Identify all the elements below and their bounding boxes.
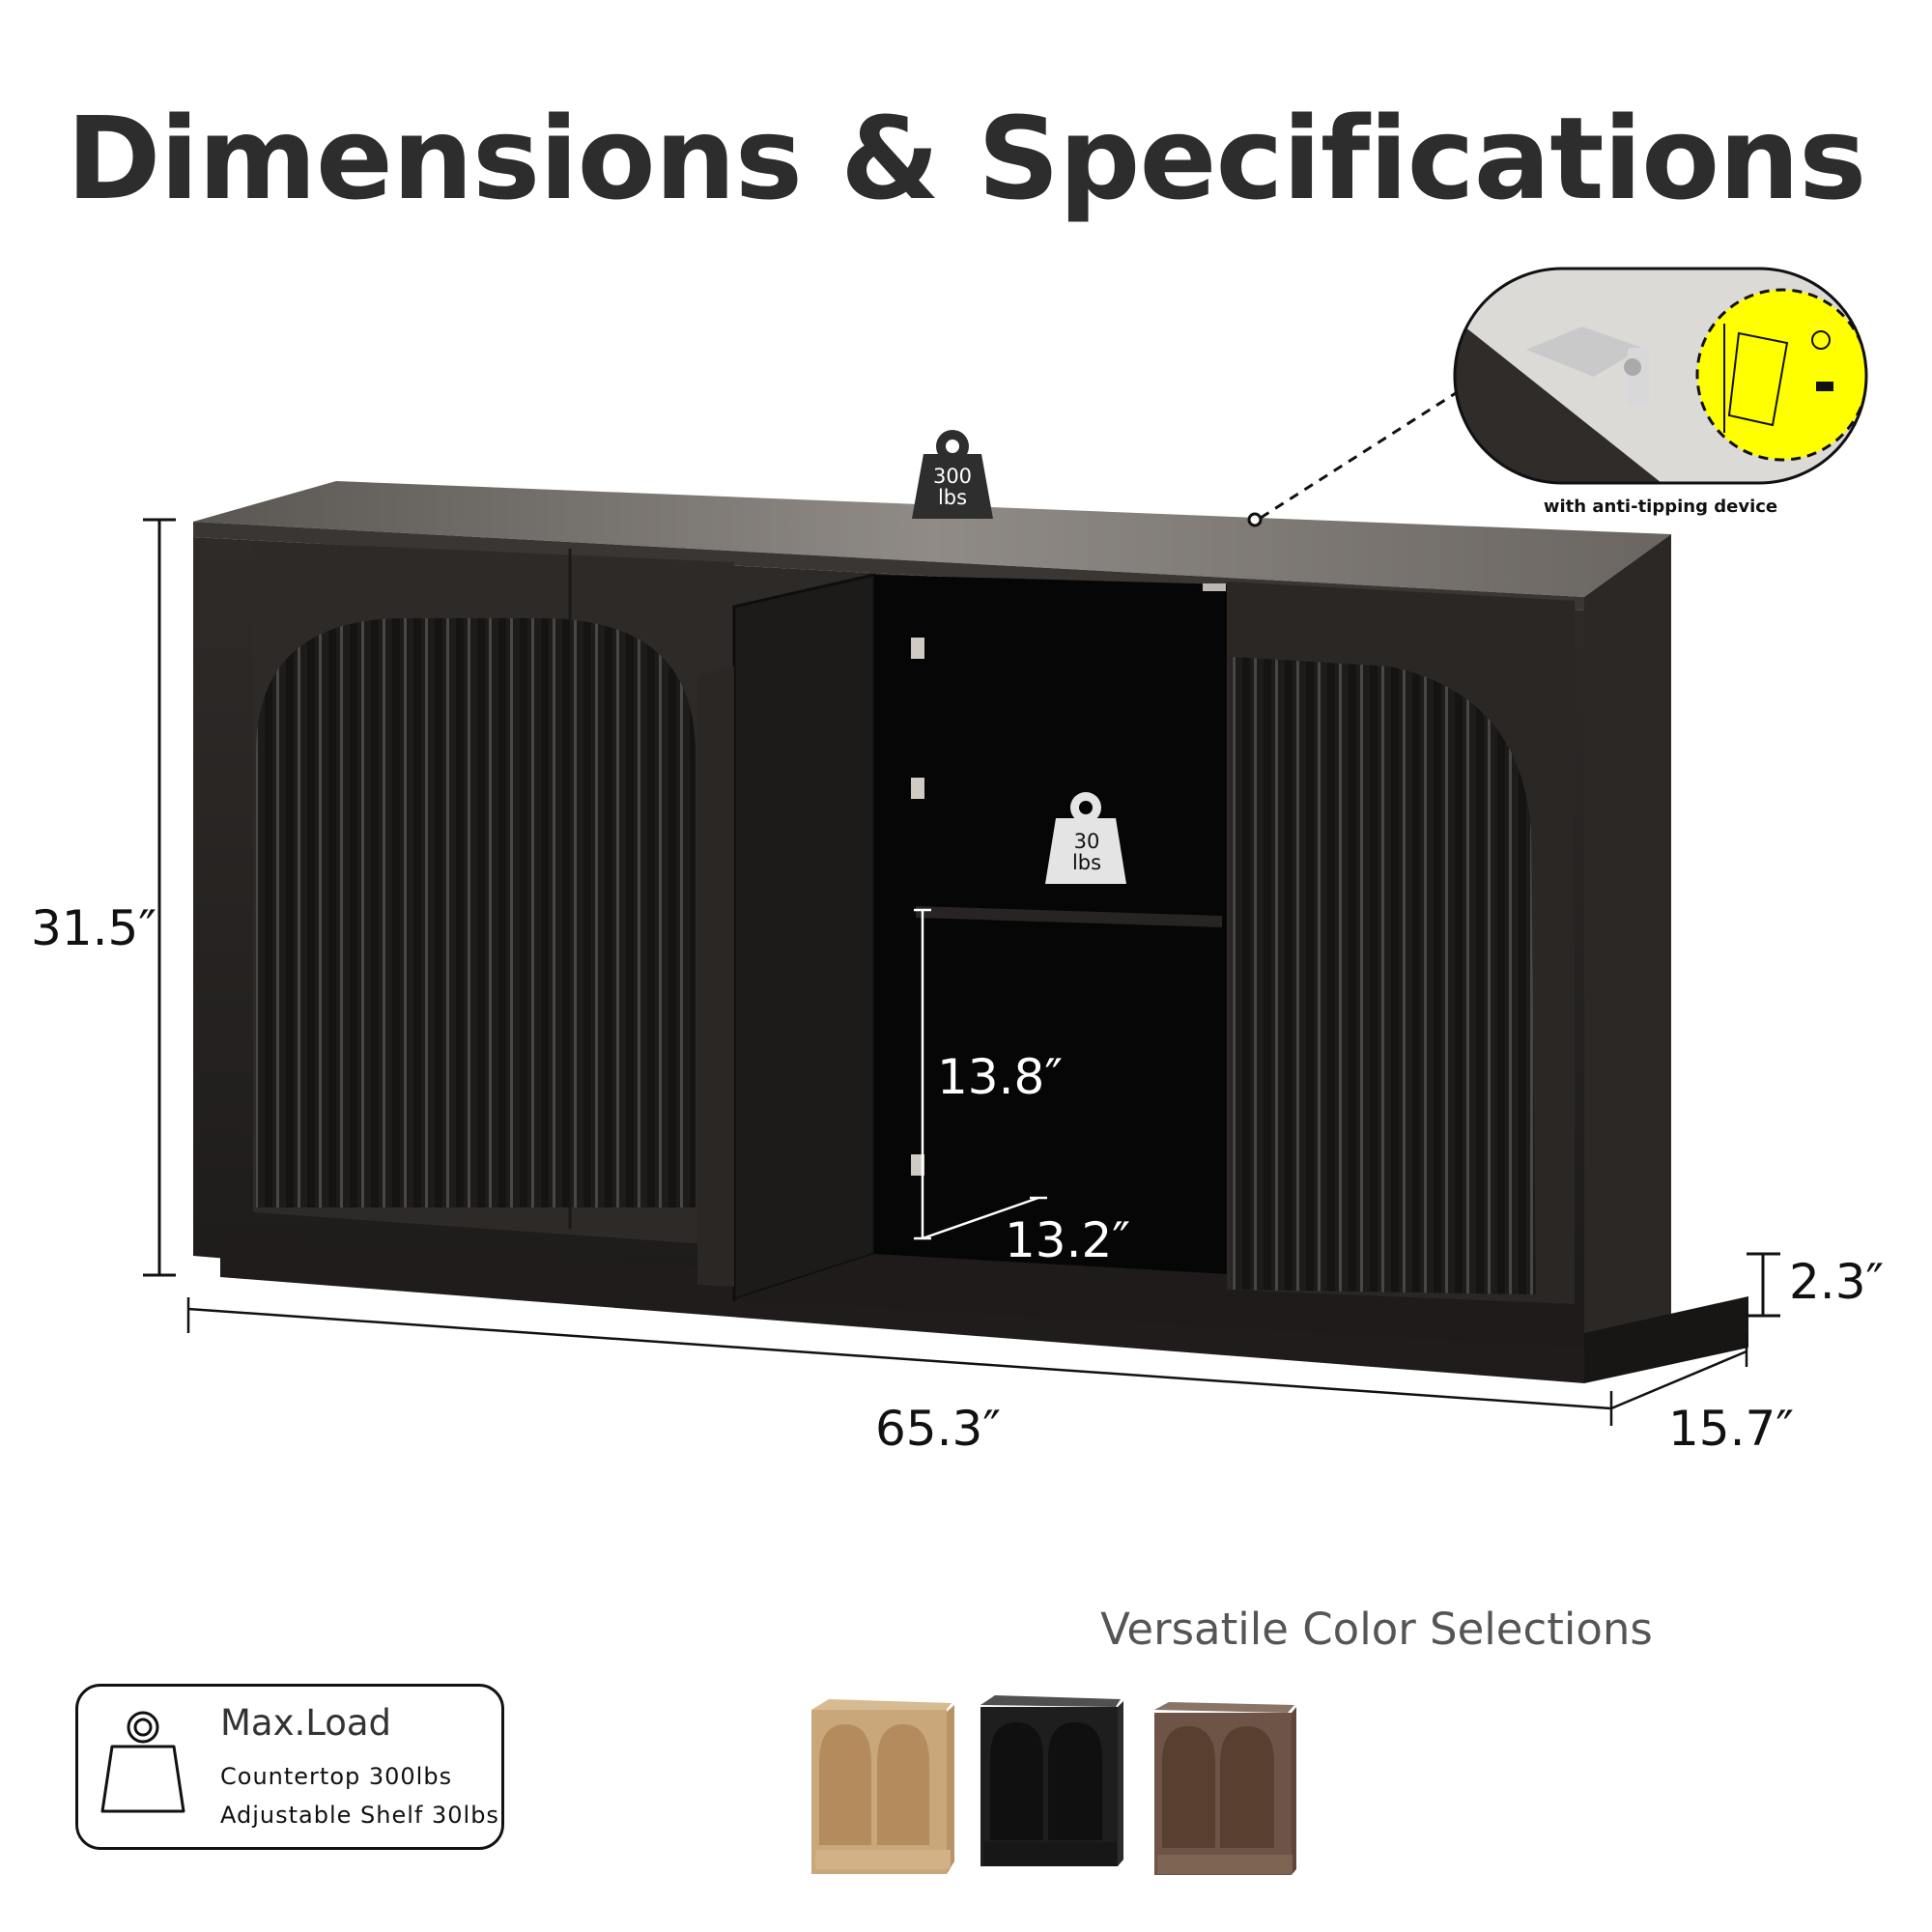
color-swatch-black (980, 1695, 1123, 1866)
callout-leader (1247, 389, 1460, 527)
shelf-weight-label: 30 lbs (1057, 831, 1117, 873)
weight-outline-icon (100, 1711, 185, 1813)
depth-dimension-line (1610, 1333, 1748, 1410)
base-height-dimension-line (1747, 1252, 1780, 1318)
shelf-height-label: 13.8″ (937, 1049, 1064, 1105)
color-swatch-walnut (1154, 1702, 1296, 1875)
max-load-panel (75, 1684, 504, 1850)
shelf-weight-value: 30 (1073, 830, 1100, 853)
shelf-depth-label: 13.2″ (1005, 1212, 1131, 1268)
shelf-depth-dimension-line (922, 1196, 1039, 1240)
max-load-shelf: Adjustable Shelf 30lbs (220, 1802, 499, 1829)
countertop-weight-unit: lbs (937, 486, 968, 509)
color-swatch-natural-oak (811, 1699, 954, 1874)
max-load-title: Max.Load (220, 1702, 392, 1744)
color-options (811, 1695, 1296, 1875)
countertop-weight-icon (912, 430, 993, 519)
countertop-weight-label: 300 lbs (923, 466, 981, 508)
shelf-height-dimension-line (914, 908, 1047, 1240)
shelf-weight-unit: lbs (1071, 851, 1102, 874)
height-label: 31.5″ (31, 900, 157, 956)
width-label: 65.3″ (875, 1401, 1002, 1457)
base-height-label: 2.3″ (1789, 1254, 1885, 1310)
page-title: Dimensions & Specifications (66, 92, 1867, 225)
height-dimension-line (143, 518, 176, 1277)
max-load-countertop: Countertop 300lbs (220, 1763, 453, 1790)
depth-label: 15.7″ (1668, 1401, 1795, 1457)
color-selections-title: Versatile Color Selections (1100, 1604, 1653, 1655)
shelf-weight-icon (1045, 792, 1126, 884)
countertop-weight-value: 300 (932, 465, 973, 488)
anti-tipping-callout (1453, 267, 1868, 485)
anti-tipping-caption: with anti-tipping device (1543, 497, 1778, 517)
